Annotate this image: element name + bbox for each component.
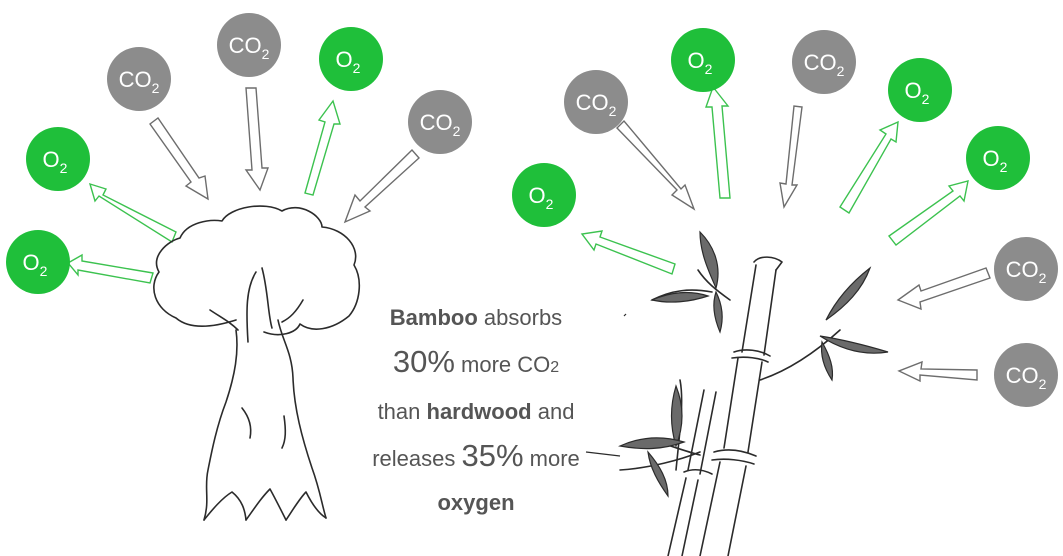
bamboo-leaves bbox=[618, 230, 889, 498]
co2-bubble: CO2 bbox=[107, 47, 171, 111]
svg-text:CO2: CO2 bbox=[119, 67, 160, 96]
svg-text:O2: O2 bbox=[529, 183, 554, 212]
arrow-co2-in bbox=[616, 119, 696, 211]
bamboo-arrows bbox=[580, 85, 991, 383]
arrow-o2-out bbox=[304, 99, 341, 196]
svg-text:O2: O2 bbox=[43, 147, 68, 176]
arrow-o2-out bbox=[88, 182, 177, 244]
arrow-co2-in bbox=[896, 267, 991, 311]
co2-bubble: CO2 bbox=[217, 13, 281, 77]
o2-bubble: O2 bbox=[319, 27, 383, 91]
arrow-co2-in bbox=[149, 117, 209, 201]
arrow-o2-out bbox=[66, 253, 154, 284]
svg-text:CO2: CO2 bbox=[1006, 363, 1047, 392]
o2-bubble: O2 bbox=[966, 126, 1030, 190]
svg-text:CO2: CO2 bbox=[804, 50, 845, 79]
o2-bubble: O2 bbox=[26, 127, 90, 191]
arrow-o2-out bbox=[839, 120, 899, 214]
svg-text:O2: O2 bbox=[23, 250, 48, 279]
svg-text:O2: O2 bbox=[336, 47, 361, 76]
svg-text:CO2: CO2 bbox=[576, 90, 617, 119]
svg-text:CO2: CO2 bbox=[1006, 257, 1047, 286]
caption-line-4: releases 35% more bbox=[372, 438, 580, 473]
bamboo-sketch-icon bbox=[619, 256, 841, 556]
tree-arrows bbox=[66, 87, 420, 284]
co2-bubble: CO2 bbox=[792, 30, 856, 94]
svg-text:O2: O2 bbox=[905, 78, 930, 107]
arrow-co2-in bbox=[897, 360, 978, 383]
svg-text:O2: O2 bbox=[688, 48, 713, 77]
svg-text:CO2: CO2 bbox=[229, 33, 270, 62]
co2-bubble: CO2 bbox=[408, 90, 472, 154]
co2-bubble: CO2 bbox=[994, 343, 1058, 407]
caption-line-3: than hardwood and bbox=[377, 399, 575, 424]
svg-text:O2: O2 bbox=[983, 146, 1008, 175]
o2-bubble: O2 bbox=[888, 58, 952, 122]
tree-sketch-icon bbox=[153, 205, 361, 521]
caption-line-5: oxygen bbox=[437, 490, 515, 515]
arrow-co2-in bbox=[244, 87, 269, 192]
sketch-stroke bbox=[585, 451, 621, 457]
o2-bubble: O2 bbox=[512, 163, 576, 227]
co2-bubble: CO2 bbox=[994, 237, 1058, 301]
o2-bubble: O2 bbox=[671, 28, 735, 92]
caption-text: Bamboo absorbs 30% more CO2 than hardwoo… bbox=[340, 296, 612, 525]
arrow-o2-out bbox=[887, 180, 969, 246]
sketch-dot bbox=[623, 313, 627, 317]
svg-text:CO2: CO2 bbox=[420, 110, 461, 139]
arrow-o2-out bbox=[705, 85, 731, 199]
arrow-o2-out bbox=[580, 230, 676, 275]
o2-bubble: O2 bbox=[6, 230, 70, 294]
caption-line-2: 30% more CO2 bbox=[392, 344, 560, 379]
caption-line-1: Bamboo absorbs bbox=[389, 305, 563, 330]
arrow-co2-in bbox=[779, 105, 803, 210]
arrow-co2-in bbox=[343, 148, 420, 224]
co2-bubble: CO2 bbox=[564, 70, 628, 134]
